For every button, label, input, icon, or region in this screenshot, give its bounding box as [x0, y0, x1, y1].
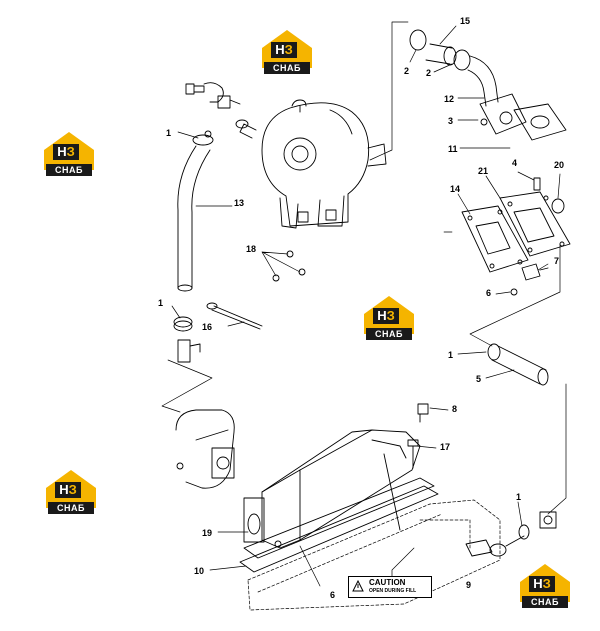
brand-mark: НЗ	[271, 42, 297, 58]
routing-lines	[161, 21, 567, 595]
caution-subtitle: OPEN DURING FILL	[369, 588, 417, 594]
callout-14: 14	[450, 184, 461, 194]
brand-logo: НЗ СНАБ	[46, 470, 96, 516]
callout-18: 18	[246, 244, 257, 254]
brand-mark-right: З	[66, 144, 75, 159]
turbocharger	[239, 99, 387, 229]
inlet-fittings	[185, 82, 249, 129]
brand-word: СНАБ	[366, 328, 412, 340]
fitting-8	[417, 403, 429, 423]
lower-elbow-left	[175, 409, 235, 489]
callout-10: 10	[194, 566, 205, 576]
callout-12: 12	[444, 94, 455, 104]
leader-lines	[171, 25, 561, 587]
hose-13	[177, 130, 214, 292]
callout-2: 2	[426, 68, 432, 78]
caution-title: CAUTION	[369, 578, 406, 587]
callout-6: 6	[486, 288, 492, 298]
callout-4: 4	[512, 158, 518, 168]
brand-mark-right: З	[284, 42, 293, 57]
brand-mark-right: З	[542, 576, 551, 591]
callout-7: 7	[554, 256, 560, 266]
brand-mark-left: Н	[59, 482, 69, 497]
callout-2: 2	[404, 66, 410, 76]
brand-mark-left: Н	[377, 308, 387, 323]
brand-logo: НЗ СНАБ	[44, 132, 94, 178]
brand-mark-right: З	[68, 482, 77, 497]
aftercooler-housing-19	[243, 429, 421, 549]
callout-9: 9	[466, 580, 472, 590]
brand-word: СНАБ	[522, 596, 568, 608]
flange-plates	[461, 177, 571, 296]
bolt-17	[407, 439, 419, 469]
brand-logo: НЗ СНАБ	[364, 296, 414, 342]
gasket-10	[239, 477, 439, 573]
callout-6: 6	[330, 590, 336, 600]
callout-1: 1	[516, 492, 522, 502]
brand-mark-left: Н	[57, 144, 67, 159]
brand-logo: НЗ СНАБ	[520, 564, 570, 610]
callout-19: 19	[202, 528, 213, 538]
brand-mark: НЗ	[53, 144, 79, 160]
bolt-16	[206, 302, 263, 330]
callout-8: 8	[452, 404, 458, 414]
brand-mark: НЗ	[373, 308, 399, 324]
clamp-lower-left	[173, 316, 201, 363]
brand-mark-left: Н	[533, 576, 543, 591]
warning-triangle-icon	[352, 580, 364, 592]
hose-5	[487, 343, 549, 386]
brand-word: СНАБ	[46, 164, 92, 176]
elbow-tube-12	[409, 29, 567, 141]
callout-13: 13	[234, 198, 245, 208]
brand-mark-right: З	[386, 308, 395, 323]
brand-word: СНАБ	[264, 62, 310, 74]
logo-shapes	[44, 30, 570, 602]
engine-block-outline	[247, 499, 501, 611]
callout-15: 15	[460, 16, 471, 26]
callout-5: 5	[476, 374, 482, 384]
brand-mark: НЗ	[55, 482, 81, 498]
brand-mark-left: Н	[275, 42, 285, 57]
callout-11: 11	[448, 144, 458, 154]
callout-1: 1	[448, 350, 454, 360]
brand-mark: НЗ	[529, 576, 555, 592]
caution-label: CAUTION OPEN DURING FILL	[348, 576, 432, 598]
callout-20: 20	[554, 160, 565, 170]
callout-16: 16	[202, 322, 213, 332]
brand-logo: НЗ СНАБ	[262, 30, 312, 76]
lower-right-fittings	[465, 511, 557, 557]
callout-21: 21	[478, 166, 489, 176]
brand-word: СНАБ	[48, 502, 94, 514]
callout-1: 1	[158, 298, 164, 308]
callout-17: 17	[440, 442, 451, 452]
callout-3: 3	[448, 116, 454, 126]
callout-1: 1	[166, 128, 172, 138]
